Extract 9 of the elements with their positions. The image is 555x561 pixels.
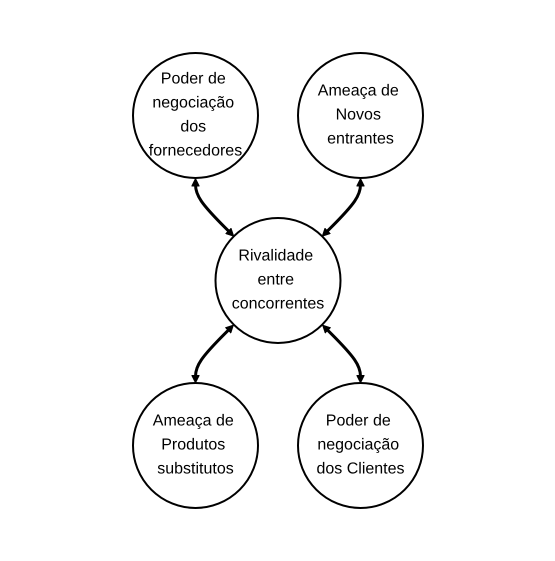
arrow xyxy=(321,178,364,237)
arrow xyxy=(322,324,364,384)
node-circle: Rivalidade entre concorrentes xyxy=(214,217,341,344)
node-circle: Poder de negociação dos fornecedores xyxy=(132,52,258,179)
node-circle: Ameaça de Produtos substitutos xyxy=(132,382,258,509)
arrow xyxy=(190,324,234,384)
node-circle: Poder de negociação dos Clientes xyxy=(296,382,424,509)
node-circle: Ameaça de Novos entrantes xyxy=(296,52,424,179)
arrow xyxy=(190,178,234,237)
